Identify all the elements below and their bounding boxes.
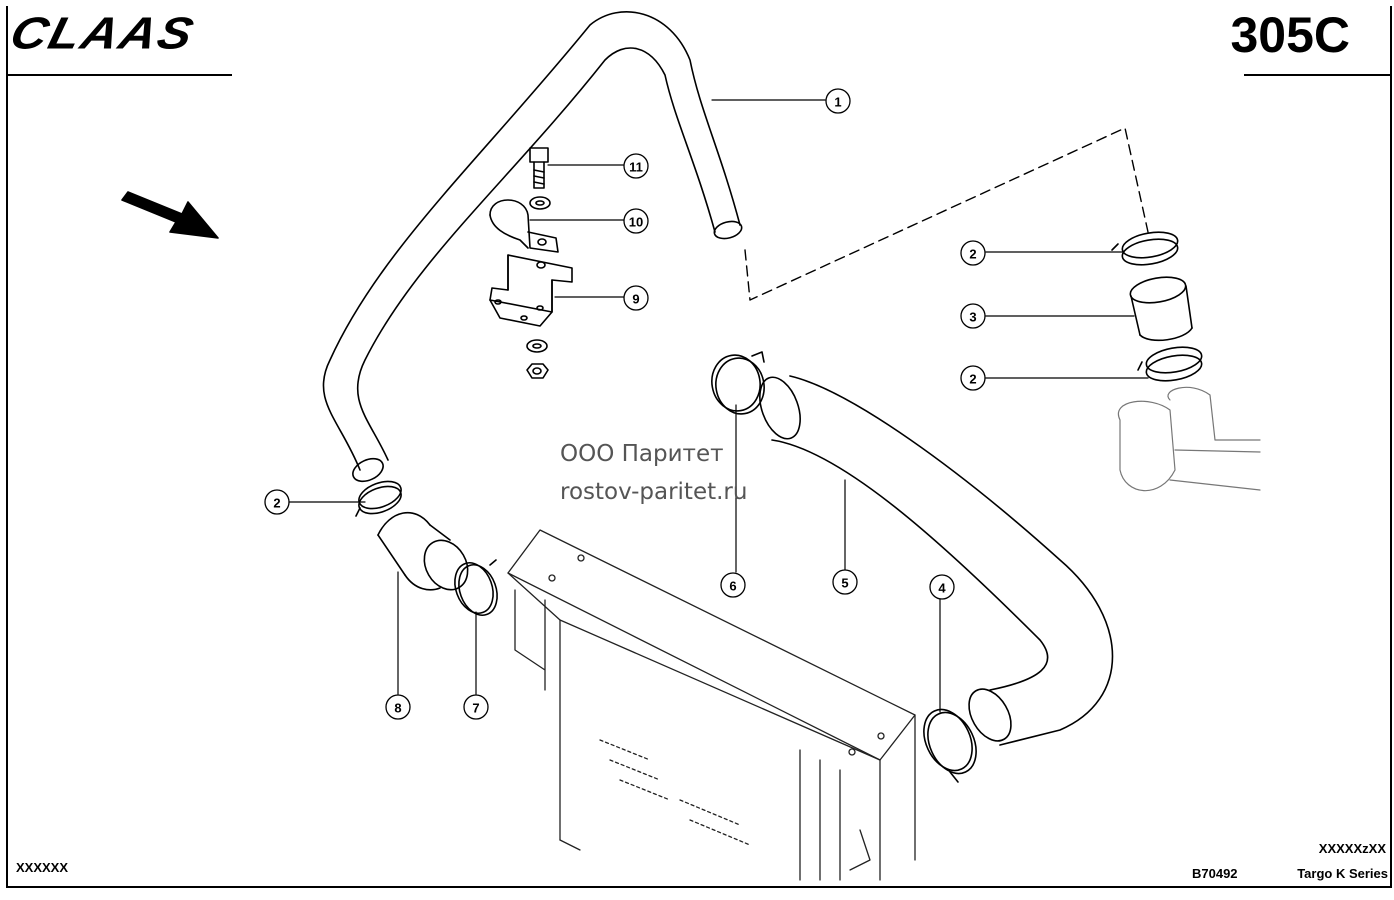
watermark-url: rostov-paritet.ru xyxy=(560,479,748,505)
callout-label-3: 3 xyxy=(969,310,976,325)
callout-label-4: 4 xyxy=(938,581,946,596)
callout-circle-2a xyxy=(960,240,986,266)
intercooler-hose-part-5 xyxy=(759,375,1114,746)
callout-label-7: 7 xyxy=(472,701,479,716)
page-code: 305C xyxy=(1230,7,1350,63)
hose-clamp-lower-right xyxy=(1137,346,1203,382)
elbow-part-8 xyxy=(377,511,469,591)
intercooler xyxy=(507,529,916,881)
footer-right-code: XXXXXzXX xyxy=(1318,841,1386,856)
callout-circle-8 xyxy=(385,694,411,720)
hose-clamp-part-4 xyxy=(923,708,977,783)
callout-circle-3 xyxy=(960,303,986,329)
callout-label-8: 8 xyxy=(394,701,401,716)
hose-clamp-left xyxy=(355,480,402,517)
sleeve-part-3 xyxy=(1129,276,1193,342)
drawing-number: B70492 xyxy=(1192,866,1238,881)
callout-label-11: 11 xyxy=(629,160,643,175)
direction-arrow-icon xyxy=(121,191,219,239)
hose-clamp-upper-right xyxy=(1111,231,1179,266)
hose-clamp-part-6 xyxy=(711,351,765,415)
callout-label-5: 5 xyxy=(841,576,848,591)
header-rule-left xyxy=(6,74,232,76)
clamp-part-10 xyxy=(489,199,559,253)
hose-clamp-part-7 xyxy=(454,559,498,616)
callout-label-2b: 2 xyxy=(969,372,976,387)
callout-circle-5 xyxy=(832,569,858,595)
callout-circle-10 xyxy=(623,208,649,234)
watermark-company: ООО Паритет xyxy=(560,441,724,467)
callout-label-2a: 2 xyxy=(969,247,976,262)
callout-label-9: 9 xyxy=(632,292,639,307)
callout-circle-7 xyxy=(463,694,489,720)
bracket-part-9 xyxy=(489,254,573,327)
series-name: Targo K Series xyxy=(1297,866,1388,881)
turbo-outlet xyxy=(1117,386,1261,492)
callout-circle-1 xyxy=(825,88,851,114)
callout-label-1: 1 xyxy=(834,95,841,110)
callout-label-2c: 2 xyxy=(273,496,280,511)
callout-label-10: 10 xyxy=(629,215,643,230)
upper-hose-part-1 xyxy=(322,11,743,483)
header-rule-right xyxy=(1244,74,1392,76)
callout-circle-11 xyxy=(623,153,649,179)
callout-circle-2b xyxy=(960,365,986,391)
callout-circle-9 xyxy=(623,285,649,311)
callout-circle-4 xyxy=(929,574,955,600)
callout-circle-6 xyxy=(720,572,746,598)
footer-left-code: XXXXXX xyxy=(16,860,69,875)
callout-circle-2c xyxy=(264,489,290,515)
drawing-frame xyxy=(6,6,1392,888)
callout-label-6: 6 xyxy=(729,579,736,594)
bolt-part-11 xyxy=(529,147,549,189)
